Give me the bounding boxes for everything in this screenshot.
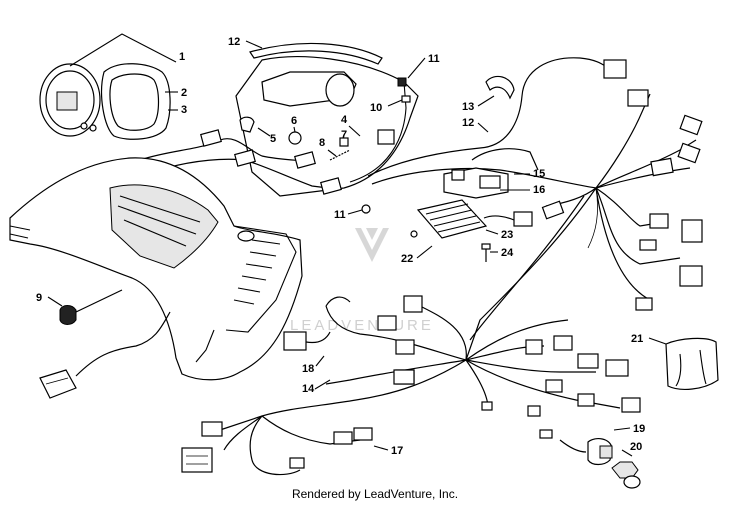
callout-22: 21 [631,333,643,345]
callout-24: 23 [501,229,513,241]
leader-1-bracket [69,33,177,67]
headlight-harness [139,129,342,195]
connector-19 [283,296,351,351]
callout-20: 19 [633,423,645,435]
callout-10: 10 [370,102,382,114]
callout-25: 24 [501,247,514,259]
watermark-logo: LEADVENTURE [290,228,434,334]
trim-strip [249,42,383,65]
voltage-regulator-23 [410,199,488,239]
callout-15: 14 [302,383,315,395]
gauge-cluster [39,63,171,140]
callout-14: 13 [462,101,474,113]
callout-6: 6 [291,115,297,127]
callout-3: 3 [181,104,187,116]
callout-11-bottom: 11 [334,209,346,221]
watermark-text: LEADVENTURE [290,317,434,334]
sleeve-22 [665,337,719,390]
socket-5 [239,116,255,133]
callout-21: 20 [630,441,642,453]
clamp-14 [485,75,515,100]
callout-11-top: 11 [428,53,440,65]
callout-2: 2 [181,87,187,99]
right-connectors [603,59,703,311]
callout-7: 7 [341,129,347,141]
front-fairing [9,157,303,381]
clip-11-top [397,77,407,87]
connector-small [393,369,415,385]
sensor-9 [59,289,123,325]
callout-13: 12 [462,117,474,129]
relay-box-16-17 [443,148,539,199]
callout-8: 8 [319,137,325,149]
clip-11-bottom [361,204,371,214]
bulb-6 [288,131,302,145]
nut-21 [611,461,641,489]
screw-25 [481,243,491,262]
callout-5: 5 [270,133,276,145]
screw-7 [339,137,349,147]
connector-24 [483,200,565,227]
callout-19: 18 [302,363,314,375]
left-connector-harness [39,311,171,399]
callout-4: 4 [341,114,348,126]
callout-17: 16 [533,184,545,196]
spring-8 [329,149,351,161]
callout-1: 1 [179,51,185,63]
nut-10 [401,95,411,103]
callout-23: 22 [401,253,413,265]
main-wiring-harness-13 [367,57,697,361]
callout-16: 15 [533,168,545,180]
headlight-housing [235,56,419,197]
callout-12: 12 [228,36,240,48]
callout-18: 17 [391,445,403,457]
sensor-20 [559,438,613,466]
rendered-by-credit: Rendered by LeadVenture, Inc. [292,487,458,501]
callout-9: 9 [36,292,42,304]
